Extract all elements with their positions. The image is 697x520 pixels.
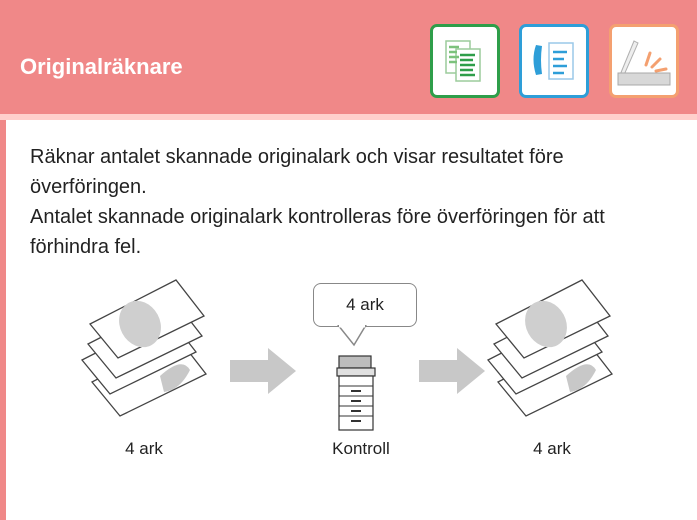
content-left-border (0, 120, 6, 520)
arrow-right-icon (230, 348, 296, 394)
fax-mode-icon[interactable] (519, 24, 589, 98)
original-stack-right-illustration (486, 279, 614, 417)
speech-bubble-tail (337, 325, 367, 347)
description-text: Räknar antalet skannade originalark och … (30, 142, 670, 262)
copy-mode-icon[interactable] (430, 24, 500, 98)
header-banner: Originalräknare (0, 0, 697, 120)
description-paragraph-1: Räknar antalet skannade originalark och … (30, 146, 564, 198)
page-title: Originalräknare (20, 54, 183, 79)
copier-device-icon (336, 355, 376, 431)
left-stack-caption: 4 ark (125, 439, 163, 458)
scan-mode-icon[interactable] (609, 24, 679, 98)
arrow-right-icon (419, 348, 485, 394)
description-paragraph-2: Antalet skannade originalark kontrollera… (30, 206, 605, 258)
right-stack-caption: 4 ark (533, 439, 571, 458)
check-caption: Kontroll (332, 439, 390, 458)
count-speech-bubble: 4 ark (313, 283, 417, 327)
original-stack-left-illustration (80, 279, 208, 417)
